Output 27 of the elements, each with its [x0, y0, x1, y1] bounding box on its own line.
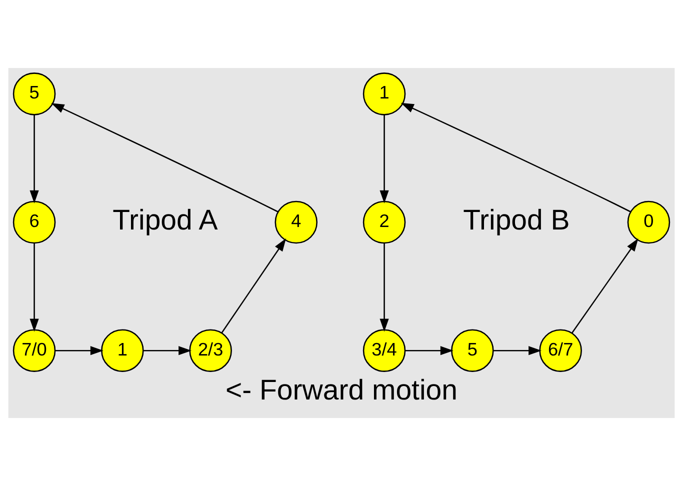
arrow: [221, 238, 286, 333]
node-circle: 5: [12, 72, 56, 115]
node-circle: 3/4: [362, 328, 406, 372]
arrow: [51, 102, 278, 212]
node-circle: 0: [627, 200, 670, 244]
arrow: [30, 242, 39, 332]
node-circle: 2: [362, 200, 406, 244]
label: Tripod B: [463, 204, 570, 236]
arrow: [572, 238, 638, 333]
caption: <- Forward motion: [225, 374, 458, 406]
arrow: [405, 346, 454, 355]
arrow: [143, 346, 192, 355]
arrow: [400, 102, 632, 212]
node-circle: 7/0: [12, 328, 56, 372]
node-circle: 2/3: [189, 328, 232, 372]
node-circle: 6/7: [539, 328, 582, 372]
node-circle: 1: [362, 72, 406, 115]
arrow: [55, 346, 104, 355]
arrow: [380, 114, 389, 203]
arrow: [30, 114, 39, 203]
node-circle: 6: [12, 200, 56, 244]
arrow: [493, 346, 542, 355]
node-circle: 5: [451, 328, 494, 372]
arrow: [380, 242, 389, 332]
node-circle: 1: [101, 328, 144, 372]
node-circle: 4: [274, 200, 318, 244]
label: Tripod A: [112, 204, 218, 236]
